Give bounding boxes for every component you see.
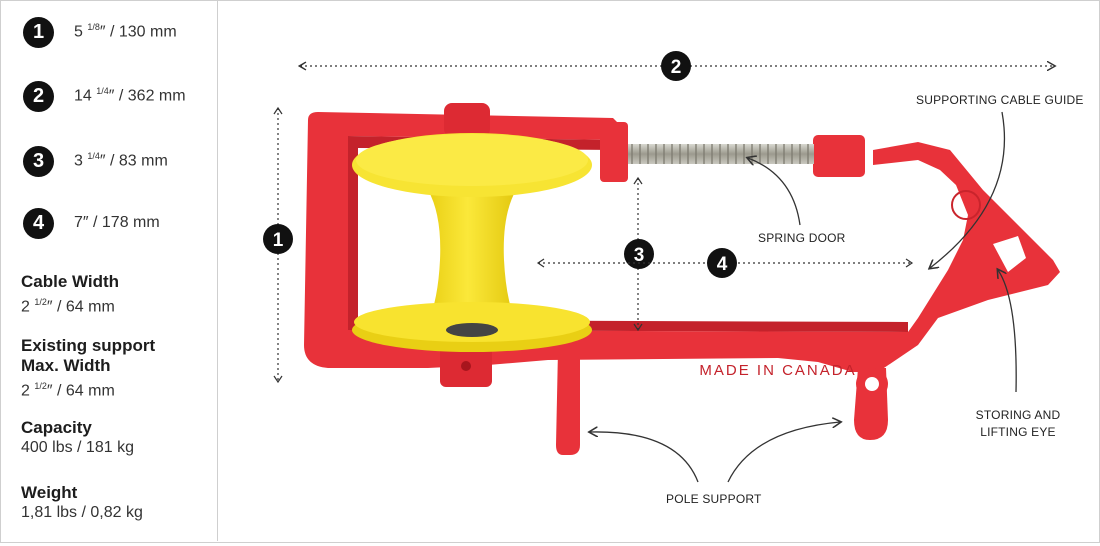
dimension-row-3: 3 3 1/4″ / 83 mm bbox=[23, 145, 168, 177]
spec-label: Max. Width bbox=[21, 356, 111, 375]
dimension-value-1: 5 1/8″ / 130 mm bbox=[74, 22, 177, 41]
dimension-value-3: 3 1/4″ / 83 mm bbox=[74, 151, 168, 170]
red-body-frame: MADE IN CANADA bbox=[304, 103, 1060, 455]
callout-supporting-cable-guide: SUPPORTING CABLE GUIDE bbox=[916, 93, 1084, 107]
dimension-badge-1: 1 bbox=[23, 16, 54, 48]
lifting-eye-leader bbox=[998, 270, 1017, 393]
spring-door-sleeve bbox=[600, 122, 628, 182]
pole-support-hook bbox=[556, 348, 580, 455]
callout-line: STORING AND bbox=[975, 408, 1061, 422]
cable-roller-illustration: 2 1 bbox=[263, 51, 1060, 483]
spec-label: Weight bbox=[21, 483, 78, 502]
cable-guide-leader bbox=[930, 111, 1006, 268]
spec-value: 1,81 lbs / 0,82 kg bbox=[21, 504, 143, 521]
pole-support-leader-right bbox=[727, 422, 840, 483]
callout-leaders bbox=[590, 111, 1017, 483]
callout-line: LIFTING EYE bbox=[980, 425, 1056, 439]
dimension-badge-3: 3 bbox=[23, 145, 54, 177]
storing-lifting-eye bbox=[854, 368, 888, 440]
spring bbox=[628, 144, 814, 164]
product-diagram: 2 1 bbox=[218, 0, 1098, 541]
dimension-row-2: 2 14 1/4″ / 362 mm bbox=[23, 80, 186, 112]
dimension-value-4: 7″ / 178 mm bbox=[74, 214, 160, 231]
callout-storing-lifting-eye: STORING AND LIFTING EYE bbox=[968, 407, 1068, 441]
callout-spring-door: SPRING DOOR bbox=[758, 231, 846, 245]
spec-label: Existing support bbox=[21, 336, 156, 355]
cable-guide-hole bbox=[993, 236, 1026, 272]
embossed-made-in: MADE IN CANADA bbox=[699, 362, 856, 379]
spring-door-end bbox=[813, 135, 865, 177]
spec-capacity: Capacity 400 lbs / 181 kg bbox=[21, 418, 134, 458]
spring-door-leader bbox=[748, 158, 801, 226]
callout-pole-support: POLE SUPPORT bbox=[666, 492, 762, 506]
dimension-line-2: 2 bbox=[300, 51, 1054, 81]
spec-value: 2 1/2″ / 64 mm bbox=[21, 381, 115, 400]
dimension-line-1: 1 bbox=[263, 106, 293, 384]
spec-value: 400 lbs / 181 kg bbox=[21, 439, 134, 456]
dimension-badge-2: 2 bbox=[23, 80, 54, 112]
marker-badge-2 bbox=[661, 51, 691, 81]
dimension-row-4: 4 7″ / 178 mm bbox=[23, 207, 160, 239]
dimension-line-3: 3 bbox=[624, 176, 654, 332]
marker-label-3: 3 bbox=[634, 245, 645, 266]
marker-label-1: 1 bbox=[273, 230, 284, 251]
spec-sidebar: 1 5 1/8″ / 130 mm 2 14 1/4″ / 362 mm 3 3… bbox=[0, 0, 218, 541]
dimension-value-2: 14 1/4″ / 362 mm bbox=[74, 86, 186, 105]
marker-badge-1 bbox=[263, 224, 293, 254]
spec-cable-width: Cable Width 2 1/2″ / 64 mm bbox=[21, 272, 119, 317]
dimension-badge-4: 4 bbox=[23, 207, 54, 239]
pole-support-leader-left bbox=[590, 432, 699, 483]
spec-label: Cable Width bbox=[21, 272, 120, 291]
spec-label: Capacity bbox=[21, 418, 92, 437]
marker-badge-3 bbox=[624, 239, 654, 269]
spec-existing-support: Existing support Max. Width 2 1/2″ / 64 … bbox=[21, 336, 155, 401]
spec-weight: Weight 1,81 lbs / 0,82 kg bbox=[21, 483, 143, 523]
marker-badge-4 bbox=[707, 248, 737, 278]
marker-label-2: 2 bbox=[671, 57, 682, 78]
marker-label-4: 4 bbox=[717, 254, 728, 275]
dimension-row-1: 1 5 1/8″ / 130 mm bbox=[23, 16, 177, 48]
yellow-roller bbox=[352, 133, 592, 352]
dimension-line-4: 4 bbox=[536, 248, 914, 278]
spec-value: 2 1/2″ / 64 mm bbox=[21, 297, 115, 316]
